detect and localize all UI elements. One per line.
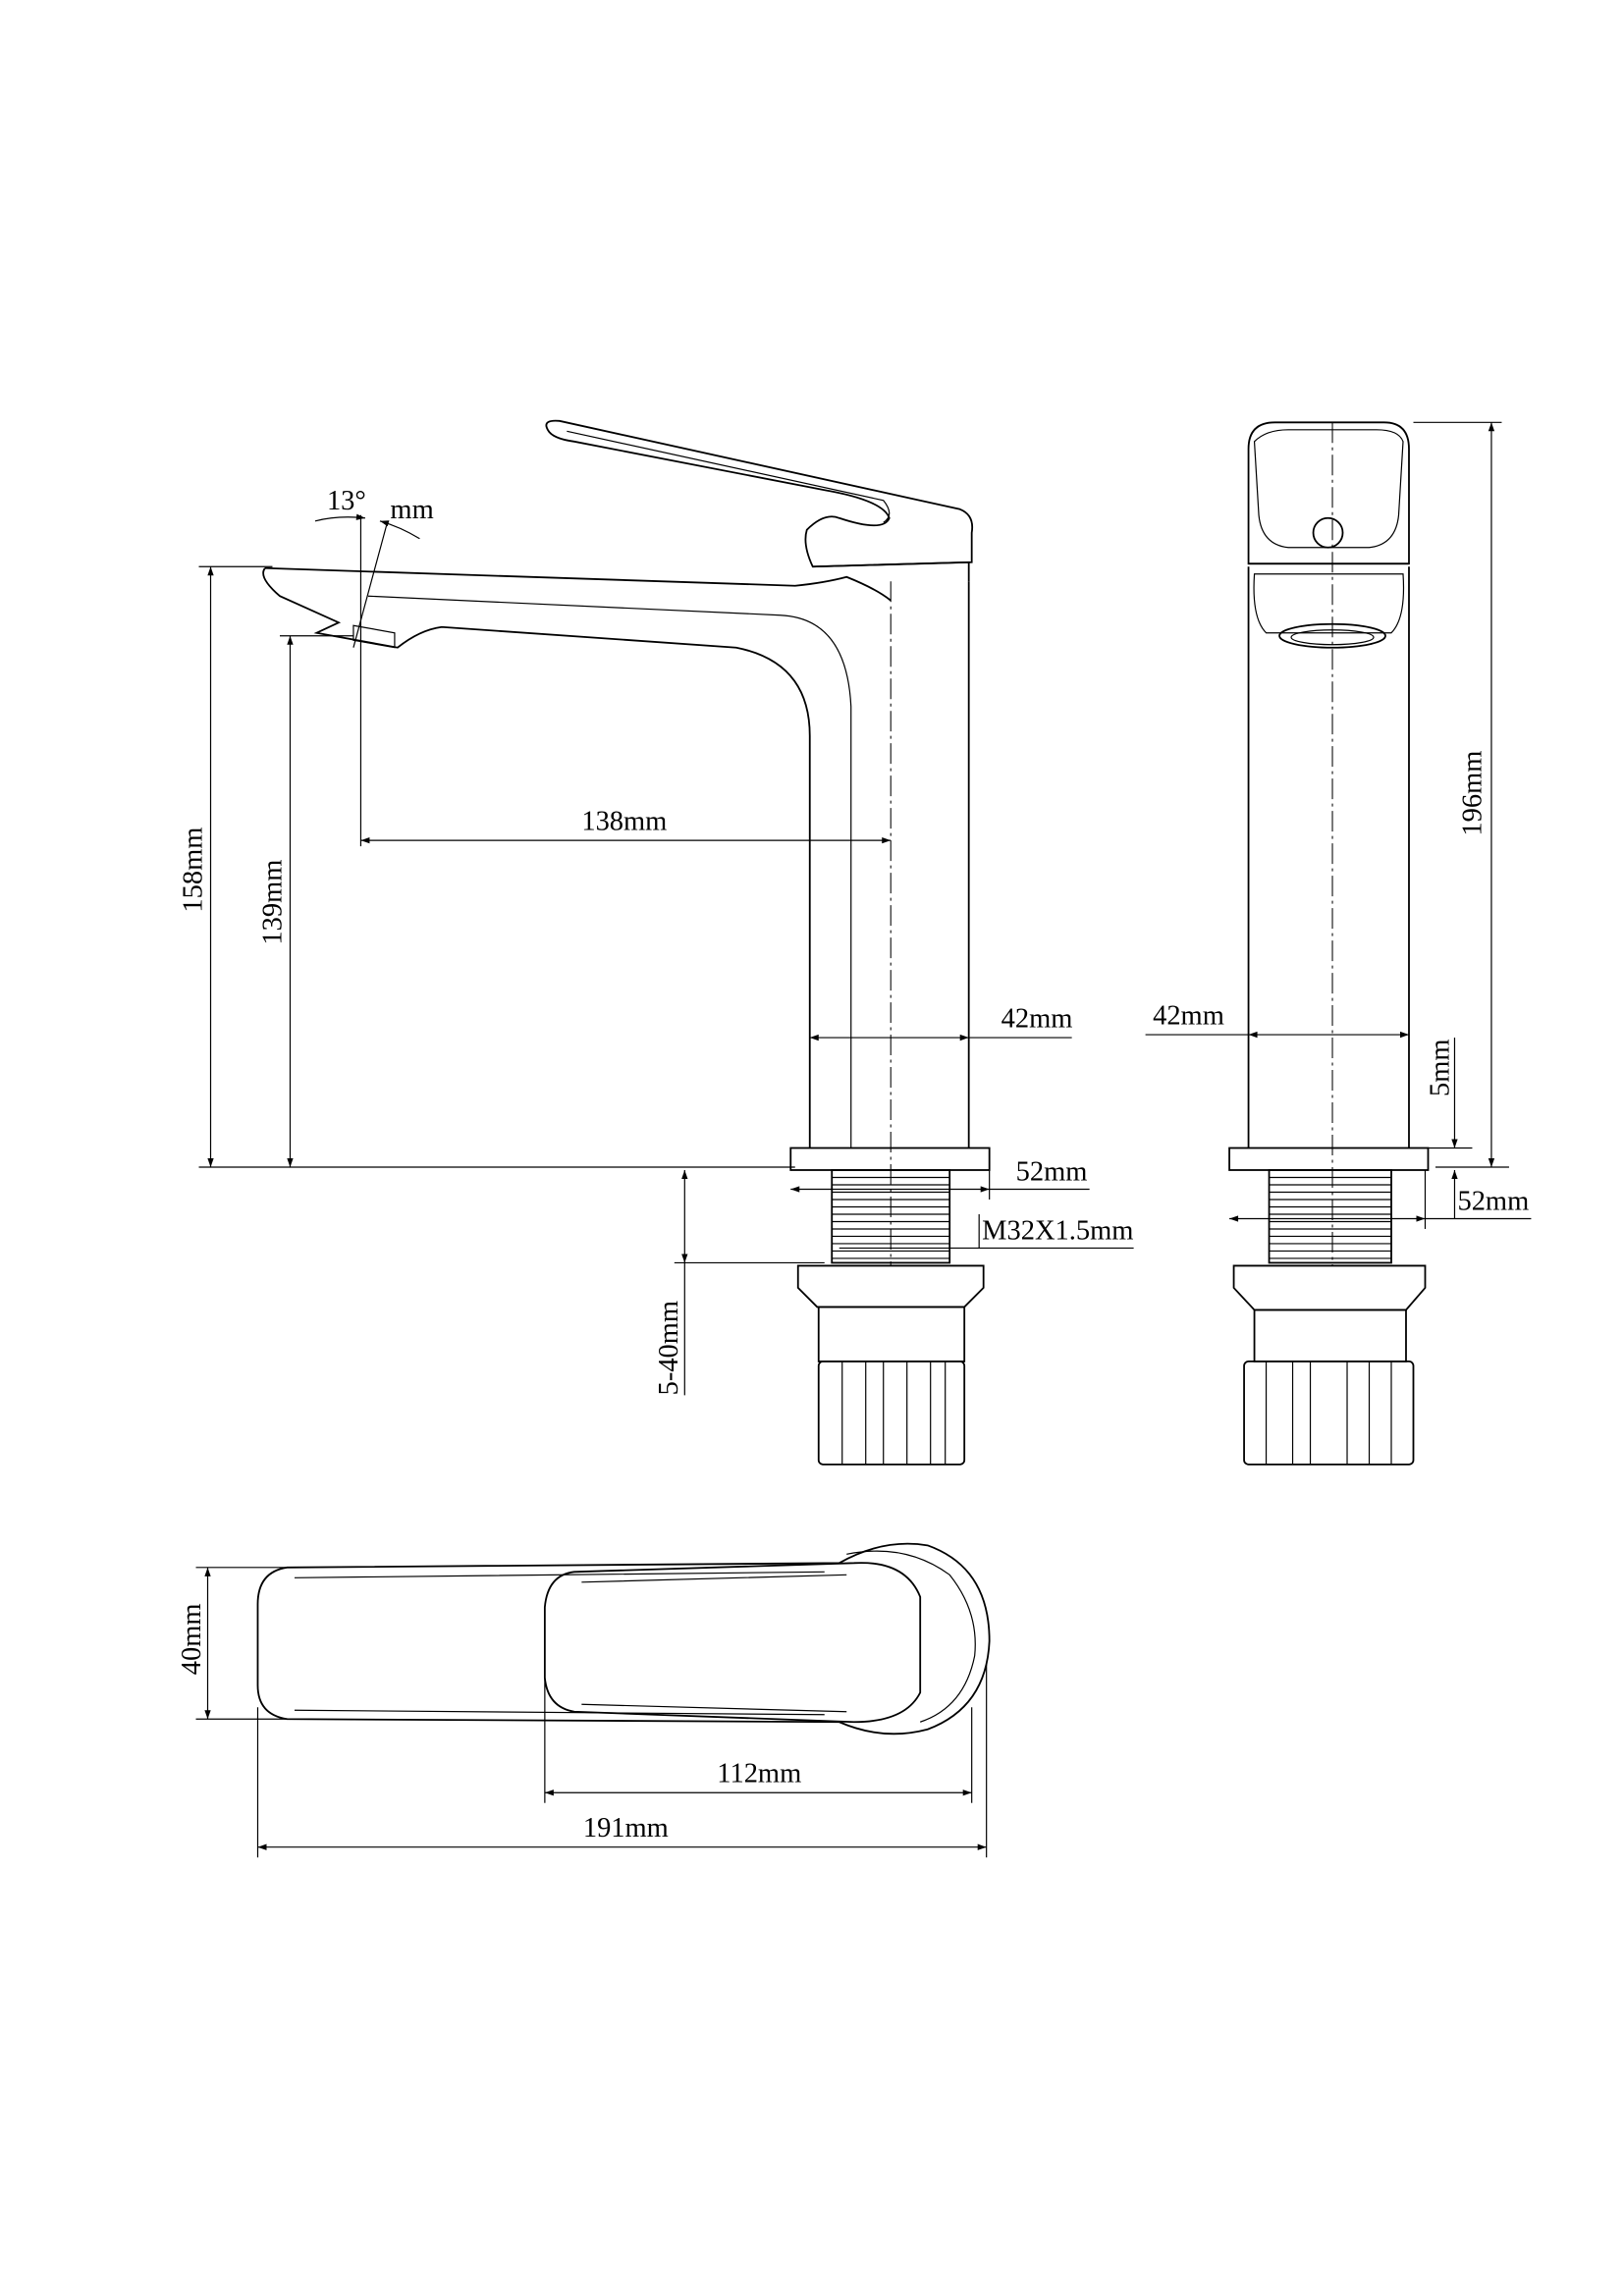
spout-outlet-height-label: 139mm <box>257 860 288 945</box>
top-view <box>256 1542 991 1735</box>
front-body-width-label: 42mm <box>1153 1001 1224 1032</box>
deck-thickness-label: 5-40mm <box>654 1301 684 1395</box>
angle-unit-label: mm <box>390 495 433 525</box>
side-nut <box>796 1264 985 1466</box>
spout-reach-label: 138mm <box>581 807 667 837</box>
handle-length-label: 112mm <box>717 1759 801 1789</box>
angle-label: 13° <box>327 486 366 516</box>
front-view <box>1228 421 1430 1466</box>
base-height-label: 5mm <box>1425 1039 1455 1096</box>
side-dimensions: 13° mm 138mm 158mm 139mm 42mm 52mm M32X1… <box>179 486 1134 1395</box>
side-handle <box>545 419 974 582</box>
total-height-label: 196mm <box>1457 751 1488 836</box>
total-height-spout-label: 158mm <box>179 828 209 913</box>
top-dimensions: 40mm 112mm 191mm <box>177 1567 988 1858</box>
top-width-label: 40mm <box>177 1604 207 1676</box>
side-spout <box>262 566 892 1148</box>
front-base-diameter-label: 52mm <box>1457 1186 1529 1216</box>
side-body-width-label: 42mm <box>1001 1004 1073 1035</box>
thread-spec-label: M32X1.5mm <box>982 1215 1133 1246</box>
handle-indicator-icon <box>1312 516 1344 549</box>
side-body <box>789 581 991 1266</box>
total-length-label: 191mm <box>583 1813 669 1843</box>
side-base-diameter-label: 52mm <box>1016 1156 1088 1187</box>
front-dimensions: 42mm 5mm 196mm 52mm <box>1145 421 1532 1229</box>
